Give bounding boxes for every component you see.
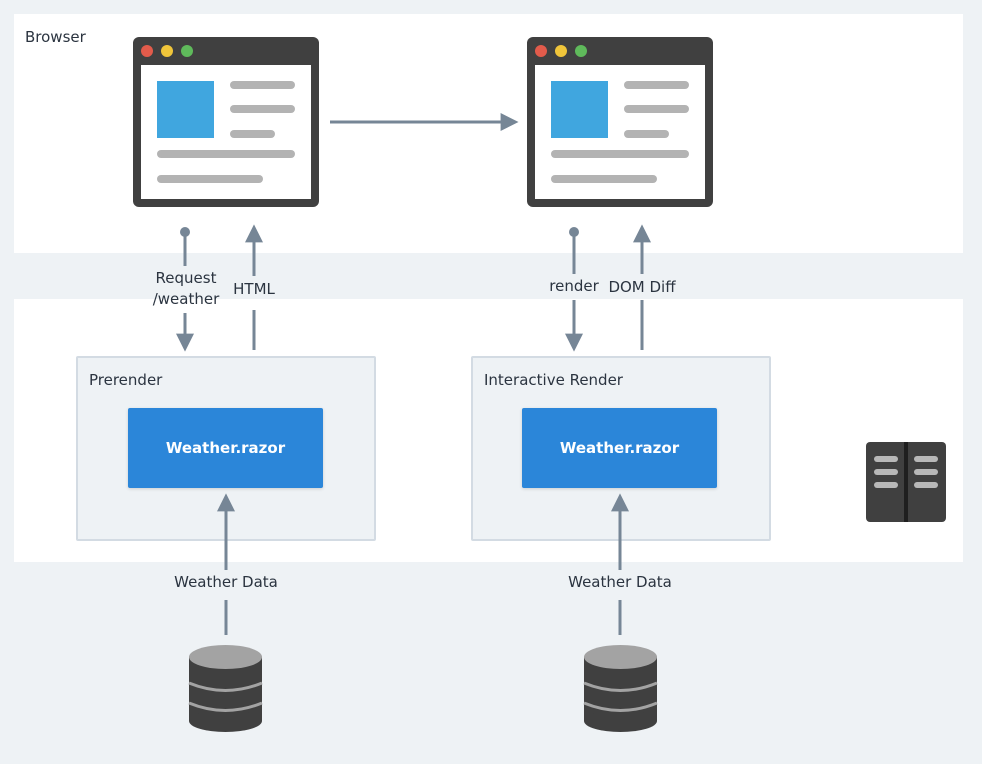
request-label-line1: Request bbox=[155, 269, 217, 287]
image-placeholder bbox=[551, 81, 608, 138]
dom-diff-label: DOM Diff bbox=[608, 278, 676, 296]
interactive-title: Interactive Render bbox=[484, 371, 623, 389]
minimize-dot-icon bbox=[555, 45, 567, 57]
text-line bbox=[624, 105, 689, 113]
browser-label: Browser bbox=[25, 28, 86, 46]
server-slot bbox=[914, 469, 938, 475]
text-line bbox=[230, 130, 275, 138]
render-label: render bbox=[549, 277, 599, 295]
prerender-title: Prerender bbox=[89, 371, 163, 389]
text-line bbox=[551, 175, 657, 183]
browser-window-interactive-icon bbox=[527, 37, 713, 207]
image-placeholder bbox=[157, 81, 214, 138]
text-line bbox=[624, 130, 669, 138]
html-label: HTML bbox=[233, 280, 275, 298]
request-label: Request /weather bbox=[146, 268, 226, 310]
request-label-line2: /weather bbox=[152, 290, 220, 308]
server-icon bbox=[866, 442, 946, 522]
server-slot bbox=[874, 469, 898, 475]
minimize-dot-icon bbox=[161, 45, 173, 57]
text-line bbox=[551, 150, 689, 158]
database-icon bbox=[583, 645, 658, 732]
server-slot bbox=[874, 456, 898, 462]
weather-data-label-left: Weather Data bbox=[174, 573, 278, 591]
request-origin-dot bbox=[180, 227, 190, 237]
weather-data-label-right: Weather Data bbox=[568, 573, 672, 591]
maximize-dot-icon bbox=[181, 45, 193, 57]
database-icon bbox=[188, 645, 263, 732]
text-line bbox=[157, 150, 295, 158]
server-divider bbox=[904, 442, 908, 522]
server-slot bbox=[914, 482, 938, 488]
window-content bbox=[141, 65, 311, 199]
interactive-component: Weather.razor bbox=[522, 408, 717, 488]
text-line bbox=[157, 175, 263, 183]
browser-window-prerender-icon bbox=[133, 37, 319, 207]
server-slot bbox=[914, 456, 938, 462]
close-dot-icon bbox=[535, 45, 547, 57]
prerender-component: Weather.razor bbox=[128, 408, 323, 488]
text-line bbox=[230, 81, 295, 89]
render-origin-dot bbox=[569, 227, 579, 237]
text-line bbox=[230, 105, 295, 113]
server-slot bbox=[874, 482, 898, 488]
text-line bbox=[624, 81, 689, 89]
window-content bbox=[535, 65, 705, 199]
maximize-dot-icon bbox=[575, 45, 587, 57]
close-dot-icon bbox=[141, 45, 153, 57]
